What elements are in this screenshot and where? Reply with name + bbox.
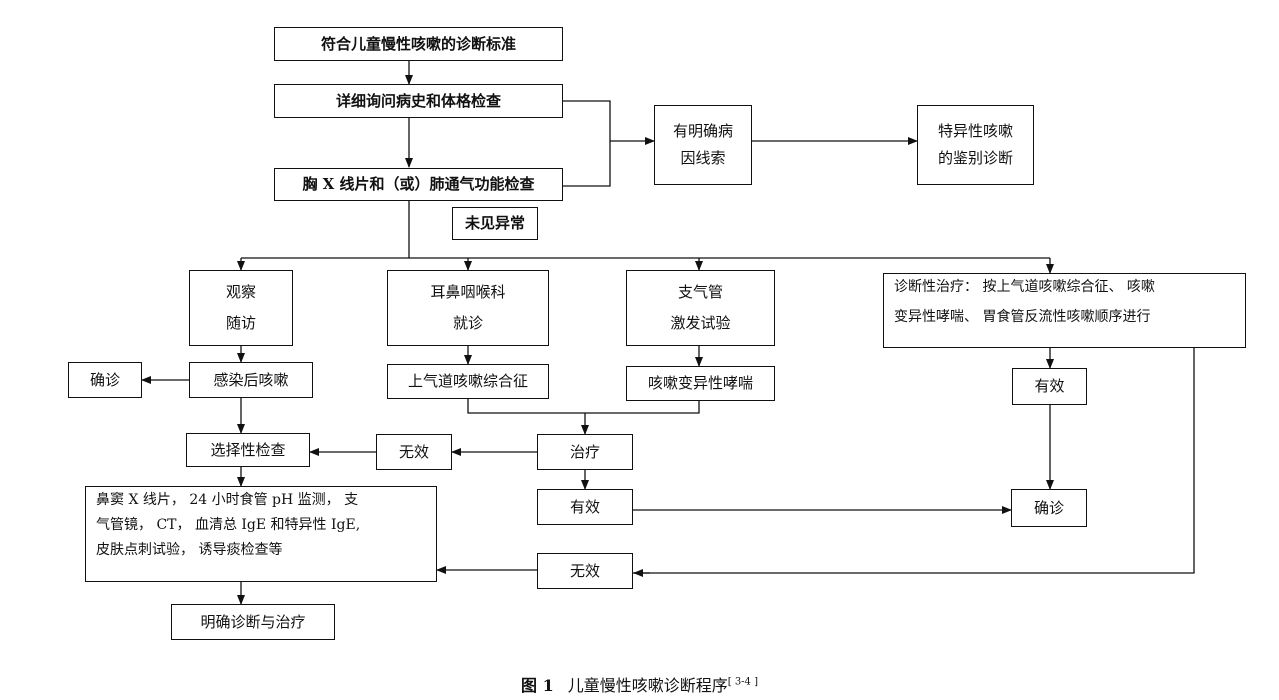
observe-line-2: 随访 [225,314,256,332]
box-cva: 咳嗽变异性哮喘 [626,366,775,401]
box-confirm-left: 确诊 [68,362,142,398]
diag-treat-line-1: 诊断性治疗： 按上气道咳嗽综合征、 咳嗽 [894,279,1155,295]
ent-line-1: 耳鼻咽喉科 [430,283,506,302]
box-final-diagnosis: 明确诊断与治疗 [171,604,335,640]
box-no-abnormal: 未见异常 [452,207,538,240]
box-uacs: 上气道咳嗽综合征 [387,364,549,399]
box-treatment: 治疗 [537,434,633,470]
specific-line-2: 的鉴别诊断 [937,149,1013,167]
figure-label: 图 1 [521,676,554,695]
box-ineffective-bottom: 无效 [537,553,633,589]
box-specific-cough: 特异性咳嗽 的鉴别诊断 [917,105,1034,185]
box-effective-mid: 有效 [537,489,633,525]
specific-line-1: 特异性咳嗽 [937,122,1013,141]
connector-merge [467,398,700,414]
box-effective-right: 有效 [1012,368,1087,405]
diag-treat-line-2: 变异性哮喘、 胃食管反流性咳嗽顺序进行 [894,309,1151,326]
box-selective-exam: 选择性检查 [186,433,310,467]
figure-title: 儿童慢性咳嗽诊断程序 [567,676,728,695]
box-diagnostic-treatment: 诊断性治疗： 按上气道咳嗽综合征、 咳嗽 变异性哮喘、 胃食管反流性咳嗽顺序进行 [883,273,1246,348]
box-ineffective-mid: 无效 [376,434,452,470]
box-confirm-right: 确诊 [1011,489,1087,527]
box-criteria: 符合儿童慢性咳嗽的诊断标准 [274,27,563,61]
exams-line-1: 鼻窦 X 线片， 24 小时食管 pH 监测， 支 [96,492,359,508]
bronch-line-1: 支气管 [677,283,723,302]
box-post-infection-cough: 感染后咳嗽 [189,362,313,398]
box-xray: 胸 X 线片和（或）肺通气功能检查 [274,168,563,201]
observe-line-1: 观察 [225,283,256,302]
box-bronch-challenge: 支气管 激发试验 [626,270,775,346]
exams-line-2: 气管镜， CT， 血清总 IgE 和特异性 IgE, [96,517,361,534]
connector-right-return [633,348,1195,574]
figure-ref: [ 3-4 ] [727,676,758,688]
ent-line-2: 就诊 [452,314,483,332]
exams-line-3: 皮肤点刺试验， 诱导痰检查等 [96,542,283,559]
box-ent: 耳鼻咽喉科 就诊 [387,270,549,346]
box-history: 详细询问病史和体格检查 [274,84,563,118]
box-clear-cause: 有明确病 因线索 [654,105,752,185]
box-observe: 观察 随访 [189,270,293,346]
bronch-line-2: 激发试验 [670,314,731,332]
box-exam-list: 鼻窦 X 线片， 24 小时食管 pH 监测， 支 气管镜， CT， 血清总 I… [85,486,437,582]
figure-caption: 图 1 儿童慢性咳嗽诊断程序[ 3-4 ] [0,672,1279,696]
clear-cause-line-1: 有明确病 [672,122,733,141]
connector-to-clear-cause [560,100,611,187]
clear-cause-line-2: 因线索 [680,149,726,167]
